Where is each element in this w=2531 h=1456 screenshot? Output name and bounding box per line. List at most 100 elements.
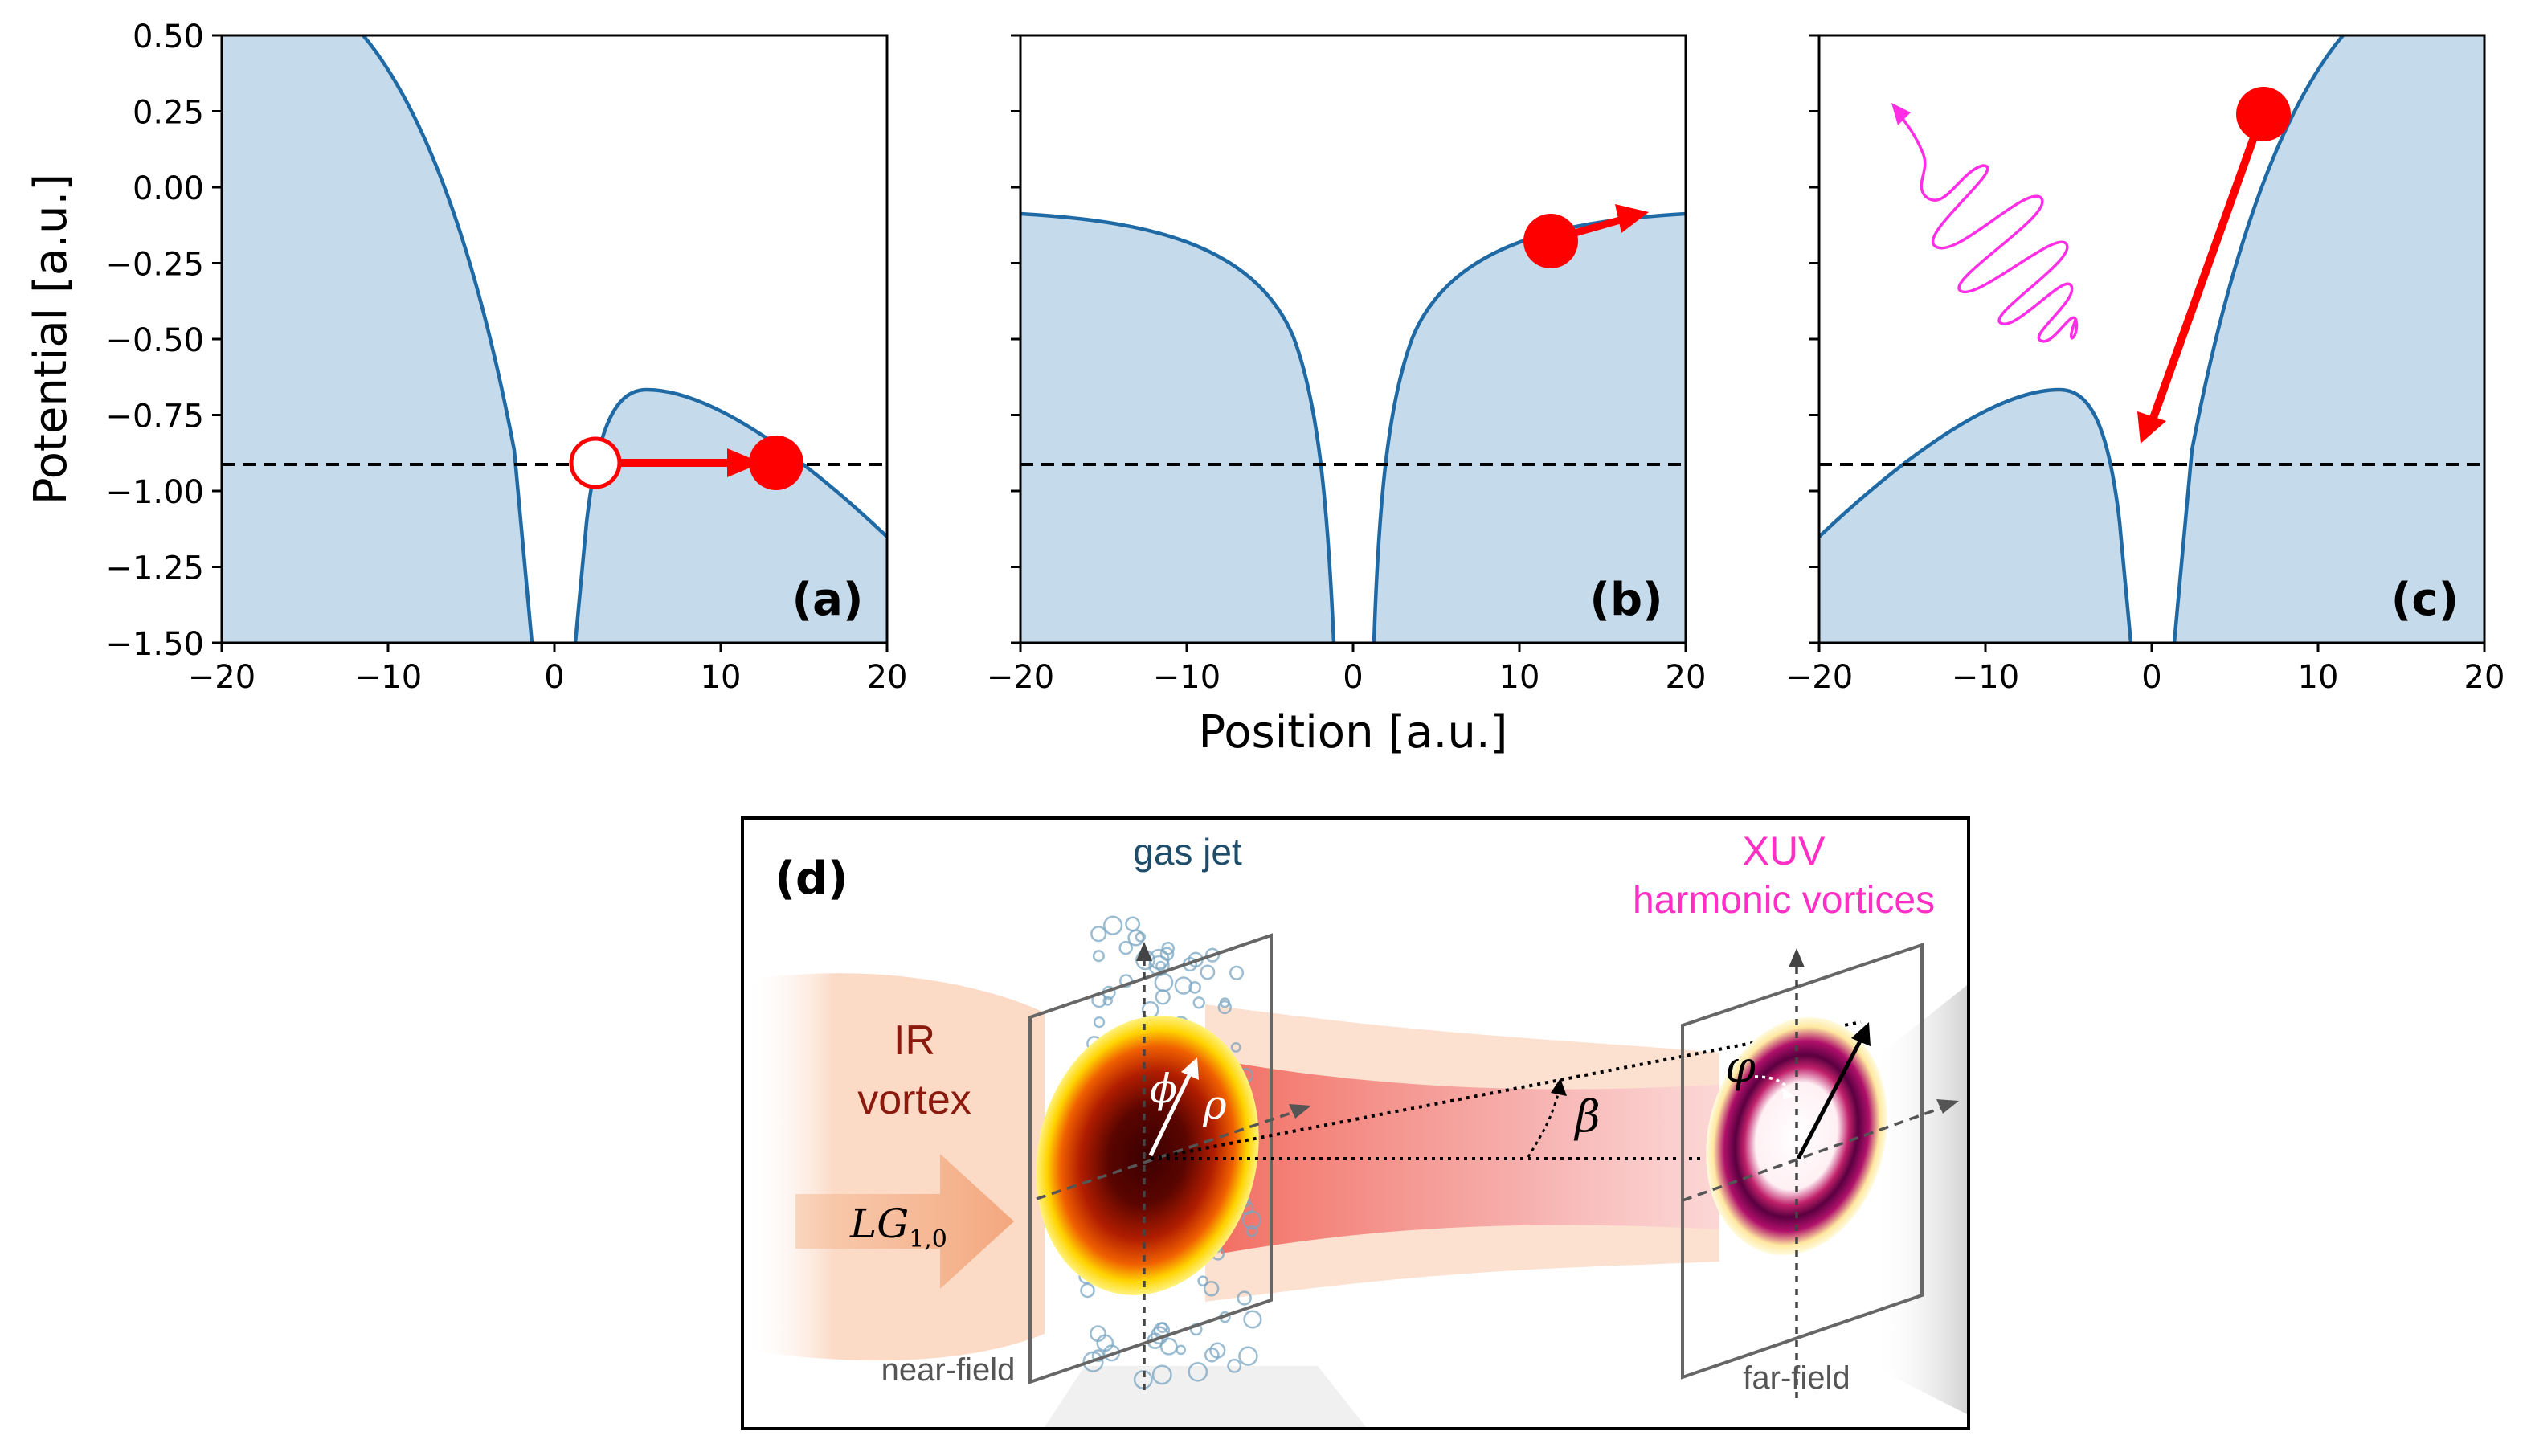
potential-fill xyxy=(1020,214,1334,643)
potential-curve xyxy=(1020,211,1336,643)
beta-arc xyxy=(1527,1090,1560,1158)
far-field-plane xyxy=(1681,943,1924,1380)
panel-a: (a) xyxy=(220,34,889,644)
lg-input-arrow xyxy=(795,1154,1014,1289)
near-horizontal-arrowhead xyxy=(1289,1104,1311,1119)
far-vertical-arrowhead xyxy=(1789,948,1805,967)
potential-fill xyxy=(2174,35,2484,643)
particle-free xyxy=(1523,214,1578,268)
far-radial-vector xyxy=(1796,1035,1865,1160)
gas-jet-label: gas jet xyxy=(1133,831,1242,873)
near-field-label: near-field xyxy=(881,1352,1016,1388)
potential-curve xyxy=(362,35,534,643)
near-horizontal-axis xyxy=(1036,1109,1299,1200)
x-tick-label: 0 xyxy=(544,659,564,696)
x-tick-label: 10 xyxy=(1499,659,1540,696)
xuv-photon xyxy=(1891,103,2079,343)
y-tick-label: −1.50 xyxy=(105,626,204,663)
symbol-beta: β xyxy=(1573,1091,1600,1142)
gas-bubble xyxy=(1102,996,1113,1006)
gas-jet-shadow xyxy=(1045,1366,1366,1427)
recombination-arrowhead xyxy=(2137,411,2166,444)
gas-bubble xyxy=(1176,1344,1187,1356)
lg-mode-label: LG1,0 xyxy=(849,1200,947,1254)
x-tick-label: 10 xyxy=(701,659,742,696)
ir-label-line2: vortex xyxy=(857,1077,971,1123)
symbol-varphi: φ xyxy=(1725,1041,1756,1092)
x-tick-label: −10 xyxy=(1952,659,2019,696)
symbol-rho: ρ xyxy=(1202,1082,1227,1128)
symbol-phi: ϕ xyxy=(1150,1065,1177,1112)
rho-vector xyxy=(1148,1070,1193,1157)
beam-core xyxy=(1221,1061,1719,1254)
tunneling-arrowhead xyxy=(727,448,762,477)
gas-bubble xyxy=(1203,1281,1220,1297)
x-tick-label: −10 xyxy=(1153,659,1221,696)
x-tick-label: −20 xyxy=(987,659,1054,696)
axes-layer: 0.500.250.00−0.25−0.50−0.75−1.00−1.25−1.… xyxy=(105,18,2504,696)
near-field-donut xyxy=(1036,1016,1259,1295)
potential-curve xyxy=(1372,211,1686,643)
y-tick-label: −1.00 xyxy=(105,474,204,511)
near-field-plane xyxy=(1028,933,1273,1384)
rho-arrowhead xyxy=(1181,1057,1199,1080)
ir-label-line1: IR xyxy=(893,1017,935,1064)
xuv-label-line1: XUV xyxy=(1743,828,1826,873)
x-tick-label: −20 xyxy=(1785,659,1853,696)
gas-bubble xyxy=(1243,1310,1262,1329)
panel-label-b: (b) xyxy=(1589,574,1662,626)
far-beam-shadow xyxy=(1872,985,1967,1414)
y-tick-label: 0.50 xyxy=(133,18,204,55)
particle-bound xyxy=(569,436,622,489)
gas-bubble xyxy=(1188,1361,1208,1382)
x-tick-label: 10 xyxy=(2298,659,2339,696)
y-axis-label: Potential [a.u.] xyxy=(25,174,77,505)
ir-beam-glow xyxy=(744,973,1045,1361)
gas-bubble xyxy=(1237,1290,1252,1306)
particle-returning xyxy=(2236,87,2291,141)
panel-c: (c) xyxy=(1817,34,2486,644)
x-tick-label: −20 xyxy=(188,659,256,696)
gas-bubble xyxy=(1102,915,1123,935)
potential-fill xyxy=(1374,214,1686,643)
gas-bubble xyxy=(1238,1346,1258,1366)
y-tick-label: 0.00 xyxy=(133,170,204,207)
gas-bubble xyxy=(1204,1347,1220,1363)
gas-bubble xyxy=(1135,931,1147,943)
gas-bubble xyxy=(1230,1041,1241,1053)
x-tick-label: 0 xyxy=(2141,659,2161,696)
gas-bubble xyxy=(1200,964,1216,980)
gas-bubble xyxy=(1093,1016,1106,1029)
gas-bubble xyxy=(1217,1000,1232,1015)
y-tick-label: −1.25 xyxy=(105,550,204,587)
gas-bubble xyxy=(1080,1282,1095,1299)
x-tick-label: 0 xyxy=(1343,659,1363,696)
y-tick-label: 0.25 xyxy=(133,95,204,132)
x-tick-label: −10 xyxy=(354,659,422,696)
potential-fill xyxy=(1819,390,2131,643)
gas-bubble xyxy=(1192,996,1205,1009)
x-axis-label: Position [a.u.] xyxy=(1199,706,1508,759)
gas-bubble xyxy=(1197,1275,1209,1287)
gas-bubble xyxy=(1156,1322,1168,1334)
gas-bubble xyxy=(1245,1225,1258,1237)
gas-bubble xyxy=(1118,940,1133,955)
gas-bubble xyxy=(1125,916,1141,932)
panel-label-d: (d) xyxy=(775,853,848,905)
gas-bubble xyxy=(1155,989,1171,1005)
far-radial-arrowhead xyxy=(1851,1022,1871,1046)
potential-fill xyxy=(222,35,532,643)
xuv-label-line2: harmonic vortices xyxy=(1633,879,1935,922)
gas-bubble xyxy=(1229,965,1245,980)
far-horizontal-arrowhead xyxy=(1936,1099,1959,1114)
x-tick-label: 20 xyxy=(1666,659,1707,696)
gas-bubble xyxy=(1188,981,1201,994)
beta-ray xyxy=(1150,1020,1862,1160)
beta-arc-arrowhead xyxy=(1551,1078,1567,1096)
potential-curve xyxy=(2172,35,2345,643)
photon-arrowhead xyxy=(1891,103,1911,125)
y-tick-label: −0.25 xyxy=(105,247,204,284)
varphi-arrowhead xyxy=(1782,1088,1795,1099)
panel-b: (b) xyxy=(1019,34,1687,644)
y-tick-label: −0.50 xyxy=(105,322,204,359)
